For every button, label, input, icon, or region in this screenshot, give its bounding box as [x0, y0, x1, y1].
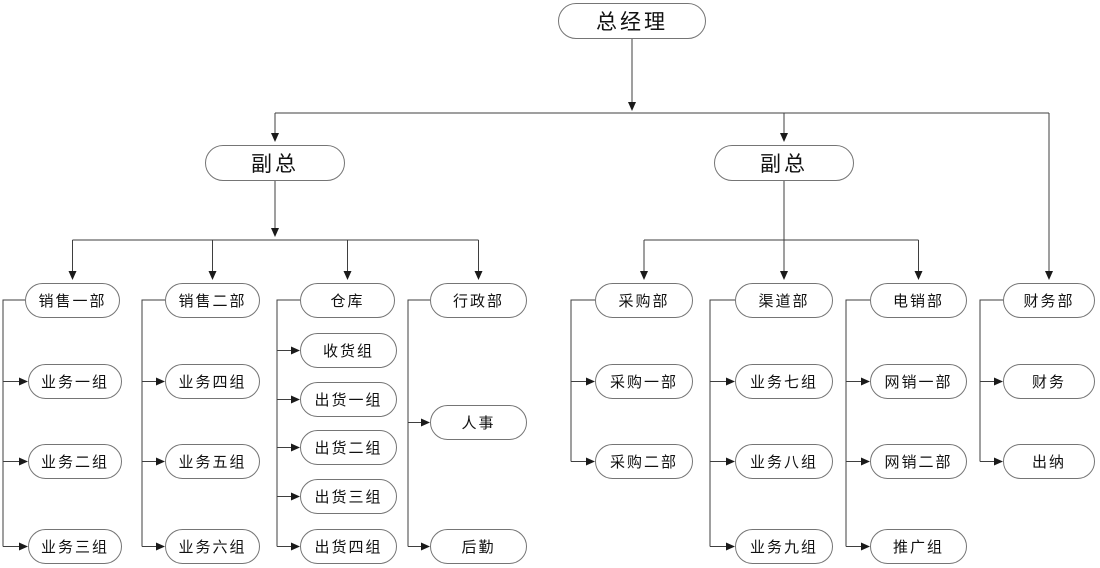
node-logistics: 后勤	[430, 529, 527, 564]
node-business-group-1: 业务一组	[28, 364, 122, 399]
node-promotion-group: 推广组	[870, 529, 967, 564]
node-receiving-group: 收货组	[300, 333, 397, 368]
node-cashier: 出纳	[1003, 444, 1095, 479]
node-dept-procurement: 采购部	[595, 283, 693, 318]
node-dept-finance: 财务部	[1003, 283, 1095, 318]
node-shipping-group-4: 出货四组	[300, 529, 397, 564]
node-general-manager: 总经理	[558, 3, 706, 39]
node-finance: 财务	[1003, 364, 1095, 399]
node-vp-right: 副总	[714, 145, 854, 181]
node-procurement-1: 采购一部	[595, 364, 693, 399]
node-business-group-6: 业务六组	[165, 529, 260, 564]
node-business-group-4: 业务四组	[165, 364, 260, 399]
node-shipping-group-3: 出货三组	[300, 479, 397, 514]
node-online-sales-1: 网销一部	[870, 364, 967, 399]
node-business-group-5: 业务五组	[165, 444, 260, 479]
node-business-group-2: 业务二组	[28, 444, 122, 479]
node-dept-admin: 行政部	[430, 283, 527, 318]
node-business-group-9: 业务九组	[735, 529, 833, 564]
node-business-group-7: 业务七组	[735, 364, 833, 399]
node-dept-warehouse: 仓库	[300, 283, 395, 318]
node-procurement-2: 采购二部	[595, 444, 693, 479]
node-dept-channel: 渠道部	[735, 283, 833, 318]
node-shipping-group-2: 出货二组	[300, 430, 397, 465]
node-online-sales-2: 网销二部	[870, 444, 967, 479]
node-dept-sales-1: 销售一部	[25, 283, 120, 318]
node-shipping-group-1: 出货一组	[300, 382, 397, 417]
node-business-group-8: 业务八组	[735, 444, 833, 479]
node-dept-sales-2: 销售二部	[165, 283, 260, 318]
node-vp-left: 副总	[205, 145, 345, 181]
node-dept-telesales: 电销部	[870, 283, 967, 318]
node-business-group-3: 业务三组	[28, 529, 122, 564]
node-hr: 人事	[430, 405, 527, 440]
